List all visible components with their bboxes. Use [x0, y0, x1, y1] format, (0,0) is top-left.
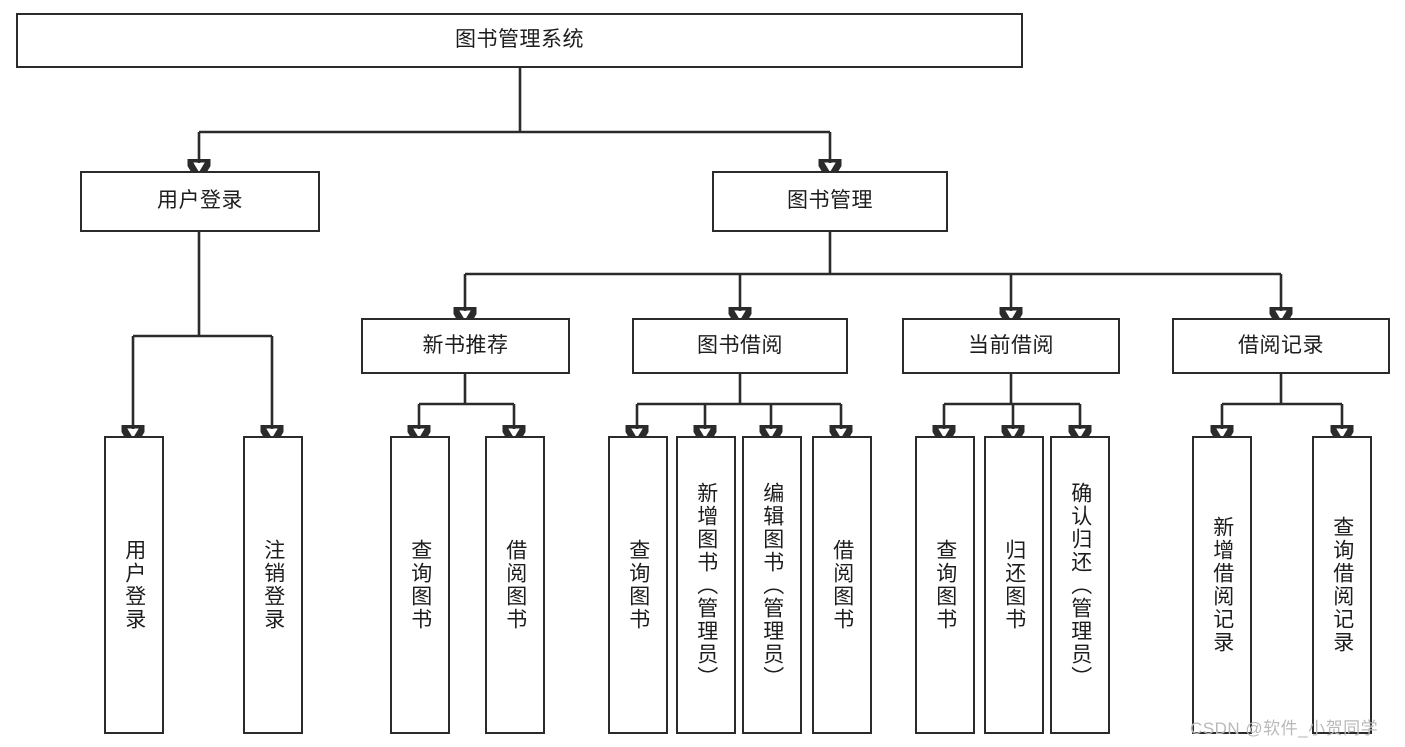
- leaf-query-book-borrow[interactable]: 查询图书: [608, 436, 668, 734]
- node-root-system[interactable]: 图书管理系统: [16, 13, 1023, 68]
- node-label: 新书推荐: [422, 333, 509, 357]
- leaf-logout[interactable]: 注销登录: [243, 436, 303, 734]
- node-label: 查询图书: [408, 539, 432, 631]
- node-label: 查询借阅记录: [1330, 516, 1354, 654]
- node-label: 归还图书: [1002, 539, 1026, 631]
- leaf-query-borrow-record[interactable]: 查询借阅记录: [1312, 436, 1372, 734]
- node-label: 当前借阅: [968, 333, 1054, 357]
- leaf-query-book-recommend[interactable]: 查询图书: [390, 436, 450, 734]
- node-borrow-record[interactable]: 借阅记录: [1172, 318, 1390, 374]
- leaf-confirm-return-admin[interactable]: 确认归还（管理员）: [1050, 436, 1110, 734]
- node-label: 图书管理: [787, 189, 873, 213]
- node-user-login[interactable]: 用户登录: [80, 171, 320, 232]
- node-label: 新增图书（管理员）: [694, 481, 718, 689]
- node-label: 注销登录: [261, 539, 285, 631]
- node-current-borrow[interactable]: 当前借阅: [902, 318, 1120, 374]
- node-label: 新增借阅记录: [1210, 516, 1234, 654]
- node-book-borrow[interactable]: 图书借阅: [632, 318, 848, 374]
- node-label: 确认归还（管理员）: [1068, 481, 1092, 689]
- node-book-management[interactable]: 图书管理: [712, 171, 948, 232]
- leaf-borrow-book-recommend[interactable]: 借阅图书: [485, 436, 545, 734]
- node-label: 查询图书: [933, 539, 957, 631]
- node-new-book-recommend[interactable]: 新书推荐: [361, 318, 570, 374]
- node-label: 借阅图书: [830, 539, 854, 631]
- leaf-add-borrow-record[interactable]: 新增借阅记录: [1192, 436, 1252, 734]
- leaf-add-book-admin[interactable]: 新增图书（管理员）: [676, 436, 736, 734]
- node-label: 借阅图书: [503, 539, 527, 631]
- leaf-return-book[interactable]: 归还图书: [984, 436, 1044, 734]
- node-label: 图书管理系统: [455, 28, 584, 52]
- node-label: 编辑图书（管理员）: [760, 481, 784, 689]
- leaf-query-book-current[interactable]: 查询图书: [915, 436, 975, 734]
- node-label: 借阅记录: [1238, 333, 1324, 357]
- leaf-user-login[interactable]: 用户登录: [104, 436, 164, 734]
- node-label: 用户登录: [122, 539, 146, 631]
- node-label: 用户登录: [157, 189, 243, 213]
- leaf-edit-book-admin[interactable]: 编辑图书（管理员）: [742, 436, 802, 734]
- leaf-borrow-book[interactable]: 借阅图书: [812, 436, 872, 734]
- node-label: 查询图书: [626, 539, 650, 631]
- node-label: 图书借阅: [697, 333, 783, 357]
- watermark: CSDN @软件_小贺同学: [1190, 719, 1379, 738]
